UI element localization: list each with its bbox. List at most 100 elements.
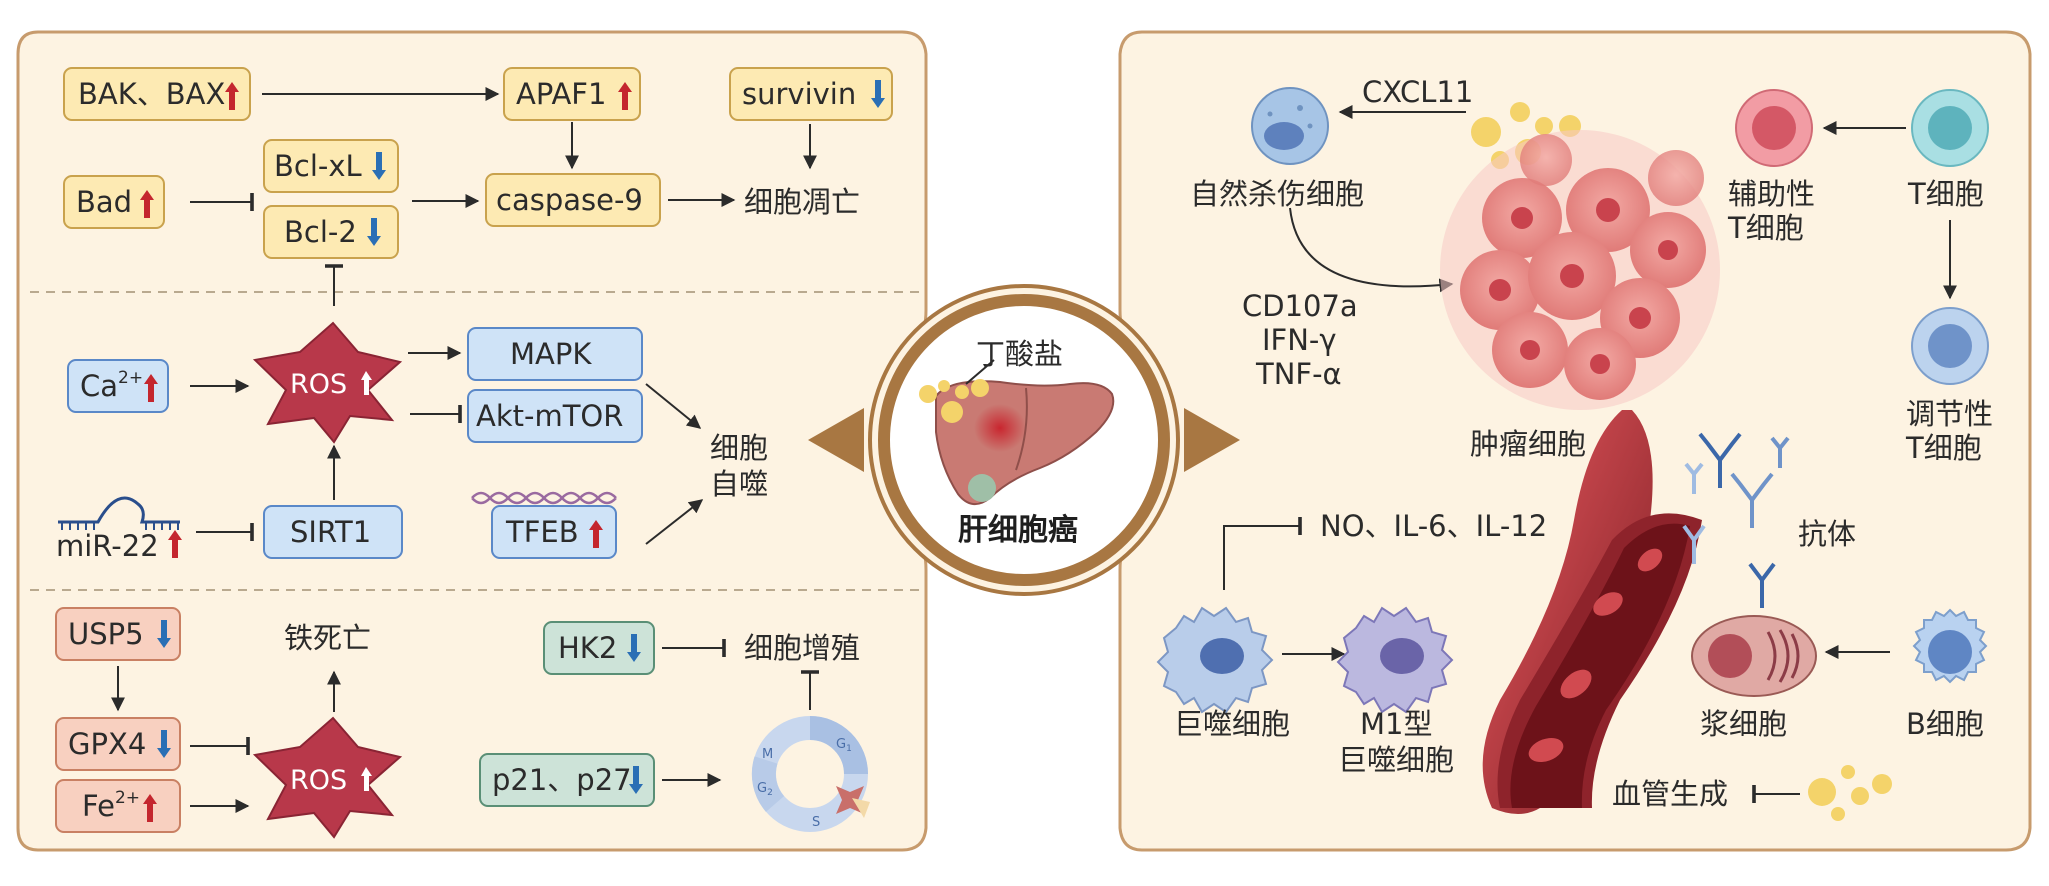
ferroptosis-section: USP5 GPX4 Fe2+ ROS 铁死亡	[55, 607, 403, 839]
bclxl-node: Bcl-xL	[263, 139, 399, 193]
treg-line1: 调节性	[1906, 397, 1993, 431]
phase-g2: G	[757, 781, 767, 796]
ferroptosis-result: 铁死亡	[284, 621, 371, 655]
helper-t-line2: T细胞	[1727, 211, 1804, 245]
usp5-node: USP5	[55, 607, 181, 661]
phase-m: M	[762, 747, 773, 762]
tfeb-label: TFEB	[505, 515, 579, 549]
plasma-cell-label: 浆细胞	[1700, 707, 1787, 741]
apaf1-node: APAF1	[503, 67, 641, 121]
fe-superscript: 2+	[115, 788, 140, 808]
svg-text:Ca2+: Ca2+	[80, 368, 143, 403]
svg-text:G2: G2	[757, 781, 773, 798]
autophagy-result-line2: 自噬	[710, 467, 768, 501]
down-arrow-icon	[157, 620, 171, 648]
ros-star-ferroptosis: ROS	[252, 716, 403, 839]
treg-cell-icon	[1911, 307, 1989, 385]
p21p27-label: p21、p27	[492, 763, 632, 797]
up-arrow-icon	[144, 374, 158, 402]
up-arrow-icon	[589, 520, 603, 548]
up-arrow-icon	[361, 767, 372, 791]
m1-line1: M1型	[1360, 707, 1432, 741]
tumor-cells-label: 肿瘤细胞	[1470, 427, 1586, 461]
nk-cell-icon	[1251, 87, 1329, 165]
angiogenesis-particles	[1808, 765, 1892, 821]
ca-superscript: 2+	[118, 368, 143, 388]
proliferation-section: HK2 p21、p27 细胞增殖 M G1 G2 S	[479, 621, 870, 832]
down-arrow-icon	[629, 766, 643, 794]
phase-g1: G	[836, 737, 846, 752]
svg-text:Fe2+: Fe2+	[82, 788, 140, 823]
m1-line2: 巨噬细胞	[1338, 743, 1454, 777]
angiogenesis-label: 血管生成	[1612, 777, 1728, 811]
macrophage-label: 巨噬细胞	[1174, 707, 1290, 741]
butyrate-pointer	[965, 359, 995, 385]
edge-nk-tumor	[1289, 207, 1454, 293]
edge-akt-autophagy	[645, 383, 702, 429]
down-arrow-icon	[157, 730, 171, 758]
bak-bax-label: BAK、BAX	[78, 77, 225, 111]
cell-cycle-icon: M G1 G2 S	[751, 716, 870, 832]
phase-g2-subscript: 2	[767, 788, 773, 798]
bcl2-label: Bcl-2	[284, 215, 357, 249]
cytokine-3: TNF-α	[1255, 357, 1342, 391]
bclxl-label: Bcl-xL	[274, 149, 362, 183]
tumor-cluster-icon	[1440, 130, 1720, 410]
down-arrow-icon	[871, 80, 885, 108]
immune-section: 自然杀伤细胞 CXCL11 CD107a IFN-γ TNF-α	[1156, 75, 1993, 821]
hk2-node: HK2	[543, 621, 655, 675]
ros-label: ROS	[290, 765, 347, 796]
bad-label: Bad	[76, 185, 132, 219]
down-arrow-icon	[367, 218, 381, 246]
antibody-label: 抗体	[1798, 517, 1856, 551]
caspase9-node: caspase-9	[485, 173, 661, 227]
b-cell-label: B细胞	[1906, 707, 1984, 741]
gpx4-node: GPX4	[55, 717, 181, 771]
no-il-label: NO、IL-6、IL-12	[1320, 509, 1547, 543]
survivin-label: survivin	[742, 77, 856, 111]
akt-label: Akt-mTOR	[476, 399, 623, 433]
up-arrow-icon	[140, 190, 154, 218]
right-pointer-arrow	[1184, 408, 1240, 472]
m1-macrophage-icon	[1336, 606, 1454, 714]
liver-icon	[935, 380, 1115, 505]
nk-cell-label: 自然杀伤细胞	[1190, 177, 1364, 211]
helper-t-cell-icon	[1735, 89, 1813, 167]
p21-p27-node: p21、p27	[479, 753, 655, 807]
plasma-cell-icon	[1691, 615, 1817, 697]
t-cell-icon	[1911, 89, 1989, 167]
helper-t-line1: 辅助性	[1728, 177, 1815, 211]
phase-g1-subscript: 1	[846, 744, 852, 754]
down-arrow-icon	[372, 152, 386, 180]
up-arrow-icon	[618, 82, 632, 110]
mirna-hairpin-icon	[58, 496, 180, 524]
b-cell-icon	[1912, 608, 1988, 684]
edge-tfeb-autophagy	[645, 499, 704, 545]
antibody-icons	[1682, 432, 1790, 608]
autophagy-result-line1: 细胞	[710, 431, 768, 465]
proliferation-result: 细胞增殖	[744, 631, 860, 665]
sirt1-node: SIRT1	[263, 505, 403, 559]
survivin-node: survivin	[729, 67, 893, 121]
ca-label: Ca	[80, 369, 118, 403]
block-cross-icon	[836, 786, 864, 814]
mir22-node: miR-22	[56, 496, 182, 563]
autophagy-section: Ca2+ ROS MAPK Akt-mTOR 细胞 自噬 miR-22 SIRT…	[56, 264, 768, 563]
up-arrow-icon	[168, 530, 182, 558]
bak-bax-node: BAK、BAX	[63, 67, 251, 121]
butyrate-particles	[919, 379, 989, 423]
cytokine-2: IFN-γ	[1262, 323, 1337, 357]
ros-label: ROS	[290, 369, 347, 400]
edge-macrophage-no	[1223, 517, 1302, 590]
sirt1-label: SIRT1	[290, 515, 371, 549]
apaf1-label: APAF1	[516, 77, 606, 111]
blood-vessel-icon	[1482, 410, 1702, 814]
macrophage-icon	[1156, 606, 1274, 714]
down-arrow-icon	[627, 634, 641, 662]
tfeb-node: TFEB	[471, 491, 617, 559]
cxcl11-label: CXCL11	[1362, 75, 1473, 109]
left-pointer-arrow	[808, 408, 864, 472]
t-cell-label: T细胞	[1907, 177, 1984, 211]
hk2-label: HK2	[558, 631, 617, 665]
apoptosis-section: BAK、BAX APAF1 survivin Bad Bcl-xL Bcl-2	[63, 67, 893, 259]
